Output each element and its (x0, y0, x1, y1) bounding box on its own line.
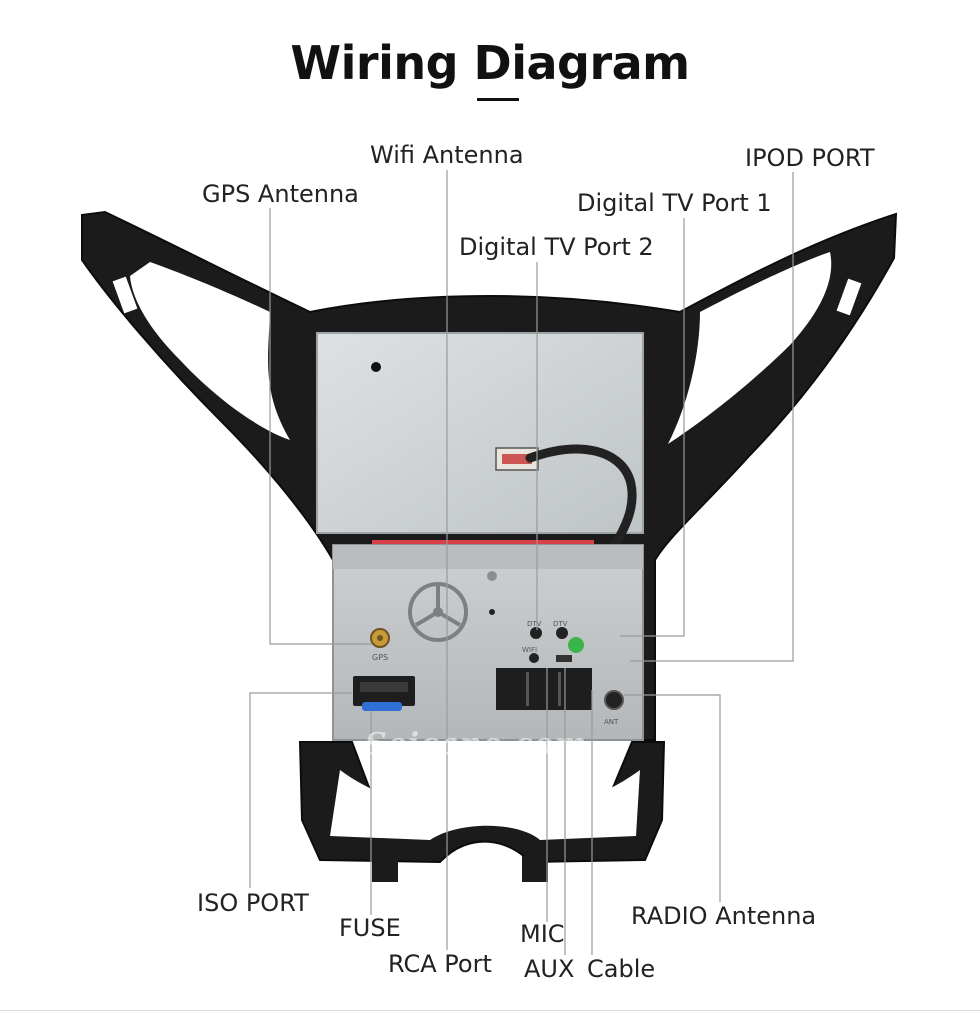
watermark: Seicane.com (365, 727, 588, 762)
label-wifi-antenna: Wifi Antenna (370, 141, 524, 169)
label-radio-antenna: RADIO Antenna (631, 902, 817, 930)
diagram-title: Wiring Diagram (290, 36, 690, 90)
frame-left-cutout (130, 262, 290, 440)
leader-gps (269, 208, 372, 645)
label-ipod-port: IPOD PORT (745, 144, 875, 172)
dtv1-port-text: DTV (527, 620, 542, 628)
dtv-port-2-connector (556, 627, 568, 639)
label-gps-antenna: GPS Antenna (202, 180, 359, 208)
frame-right-cutout (668, 252, 832, 444)
chassis-hole (489, 609, 495, 615)
wifi-port-text: WIFI (522, 646, 537, 654)
bracket-foot-left (372, 856, 398, 882)
iso-port-teeth (360, 682, 408, 692)
leader-ipod (630, 172, 794, 662)
gps-connector-pin (377, 635, 383, 641)
leader-lines (249, 170, 794, 955)
leader-iso (249, 692, 352, 888)
dtv2-port-text: DTV (553, 620, 568, 628)
top-metal-box (316, 332, 644, 534)
lower-bracket-cutout (330, 770, 640, 840)
label-fuse: FUSE (339, 914, 401, 942)
radio-antenna-socket (604, 690, 624, 710)
label-mic: MIC (520, 920, 565, 948)
wifi-connector (529, 653, 539, 663)
bracket-foot-right (522, 856, 548, 882)
rca-port-divider-1 (526, 672, 529, 706)
label-digital-tv-port-1: Digital TV Port 1 (577, 189, 772, 217)
chassis-screw (487, 571, 497, 581)
mount-wheel-spokes (414, 586, 462, 627)
tv-green-badge (568, 637, 584, 653)
leader-dtv1 (620, 218, 685, 637)
usb-slot (556, 655, 572, 662)
dtv-port-1-connector (530, 627, 542, 639)
harness-plug-pins (502, 454, 532, 464)
top-box-hole (371, 362, 381, 372)
rca-port-divider-2 (558, 672, 561, 706)
label-iso-port: ISO PORT (197, 889, 309, 917)
rca-port-block (496, 668, 592, 710)
frame-clip-right (836, 278, 862, 316)
frame-clip-left (112, 276, 138, 314)
leader-radio (624, 694, 721, 902)
mount-wheel (408, 582, 468, 642)
black-cable (525, 444, 637, 565)
label-cable: Cable (587, 955, 656, 983)
ant-port-text: ANT (604, 718, 619, 726)
label-rca-port: RCA Port (388, 950, 492, 978)
label-digital-tv-port-2: Digital TV Port 2 (459, 233, 654, 261)
chassis-top-strip (333, 545, 643, 569)
bottom-rule (0, 1010, 980, 1011)
title-underline (477, 98, 519, 101)
label-aux: AUX (524, 955, 575, 983)
fuse (362, 702, 402, 711)
gps-port-text: GPS (372, 653, 388, 662)
